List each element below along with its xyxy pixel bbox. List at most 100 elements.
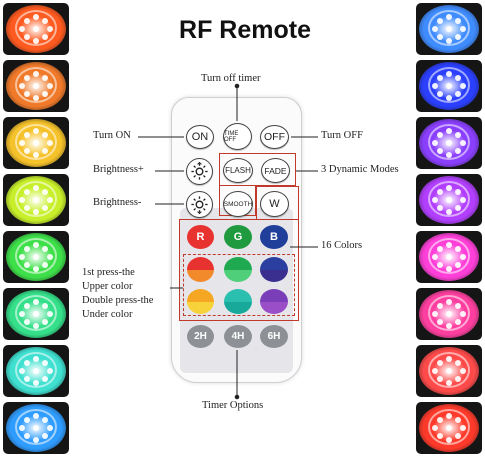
flash-button[interactable]: FLASH — [223, 158, 253, 183]
split-color-button[interactable] — [224, 257, 252, 282]
led-dot — [446, 242, 452, 248]
led-dot — [33, 140, 39, 146]
led-dot — [437, 376, 443, 382]
led-dot — [446, 38, 452, 44]
press-note-line: 1st press-the — [82, 267, 135, 278]
led-dot — [47, 425, 53, 431]
fade-button[interactable]: FADE — [261, 158, 290, 183]
led-dot — [455, 18, 461, 24]
split-color-button[interactable] — [224, 289, 252, 314]
off-button[interactable]: OFF — [260, 125, 289, 149]
led-cap — [428, 10, 470, 46]
led-dot — [33, 254, 39, 260]
led-dot — [432, 311, 438, 317]
led-dot — [455, 132, 461, 138]
led-dot — [19, 368, 25, 374]
led-cap — [15, 67, 57, 103]
led-dot — [33, 83, 39, 89]
led-dot — [437, 132, 443, 138]
led-dot — [455, 246, 461, 252]
led-tile — [3, 231, 69, 283]
led-tile — [3, 3, 69, 55]
led-dot — [24, 18, 30, 24]
led-dot — [42, 303, 48, 309]
led-dot — [460, 425, 466, 431]
sun-down-icon — [191, 196, 208, 214]
led-dot — [24, 189, 30, 195]
blue-button[interactable]: B — [260, 225, 288, 249]
led-dot — [33, 209, 39, 215]
timer-2h-button[interactable]: 2H — [187, 325, 214, 348]
led-dot — [455, 205, 461, 211]
led-dot — [455, 189, 461, 195]
led-dot — [24, 433, 30, 439]
led-dot — [437, 433, 443, 439]
led-dot — [446, 197, 452, 203]
led-tile — [3, 60, 69, 112]
brightness-down-label: Brightness- — [93, 197, 142, 208]
press-note-line: Double press-the — [82, 295, 154, 306]
led-dot — [33, 437, 39, 443]
led-dot — [432, 197, 438, 203]
brightness-down-button[interactable] — [186, 191, 213, 218]
led-dot — [33, 266, 39, 272]
split-colors-frame — [183, 254, 295, 316]
green-button[interactable]: G — [224, 225, 252, 249]
led-tile — [3, 288, 69, 340]
timer-6h-button[interactable]: 6H — [260, 325, 288, 348]
led-dot — [460, 254, 466, 260]
led-dot — [24, 417, 30, 423]
led-dot — [42, 376, 48, 382]
led-dot — [33, 299, 39, 305]
split-color-button[interactable] — [260, 257, 288, 282]
led-dot — [42, 417, 48, 423]
led-tile — [3, 345, 69, 397]
led-dot — [455, 262, 461, 268]
led-dot — [437, 75, 443, 81]
led-cap — [15, 181, 57, 217]
led-dot — [446, 437, 452, 443]
led-dot — [42, 189, 48, 195]
page-title: RF Remote — [179, 16, 311, 44]
press-note-line: Upper color — [82, 281, 133, 292]
led-dot — [42, 262, 48, 268]
led-dot — [19, 140, 25, 146]
led-dot — [33, 26, 39, 32]
led-cap — [428, 238, 470, 274]
split-color-button[interactable] — [187, 289, 214, 314]
led-dot — [437, 360, 443, 366]
led-dot — [446, 323, 452, 329]
led-dot — [24, 75, 30, 81]
led-dot — [33, 128, 39, 134]
led-dot — [446, 311, 452, 317]
led-dot — [33, 38, 39, 44]
colors-frame-top — [256, 186, 299, 220]
red-button[interactable]: R — [187, 225, 214, 249]
led-dot — [437, 246, 443, 252]
led-dot — [42, 148, 48, 154]
dynamic-modes-frame — [219, 153, 296, 186]
led-dot — [460, 368, 466, 374]
led-dot — [455, 376, 461, 382]
led-dot — [42, 205, 48, 211]
led-cap — [15, 295, 57, 331]
smooth-button[interactable]: SMOOTH — [223, 191, 253, 217]
time-off-button[interactable]: TIME OFF — [223, 123, 252, 150]
led-tile — [416, 345, 482, 397]
split-color-button[interactable] — [260, 289, 288, 314]
timer-4h-button[interactable]: 4H — [224, 325, 252, 348]
led-dot — [446, 14, 452, 20]
split-color-button[interactable] — [187, 257, 214, 282]
on-button[interactable]: ON — [186, 125, 214, 149]
brightness-up-label: Brightness+ — [93, 164, 144, 175]
brightness-up-button[interactable] — [186, 158, 213, 185]
w-button[interactable]: W — [260, 191, 289, 217]
led-tile — [416, 231, 482, 283]
led-dot — [33, 380, 39, 386]
led-dot — [33, 152, 39, 158]
led-cap — [15, 238, 57, 274]
led-dot — [446, 152, 452, 158]
led-cap — [15, 409, 57, 445]
led-dot — [33, 14, 39, 20]
led-dot — [24, 262, 30, 268]
